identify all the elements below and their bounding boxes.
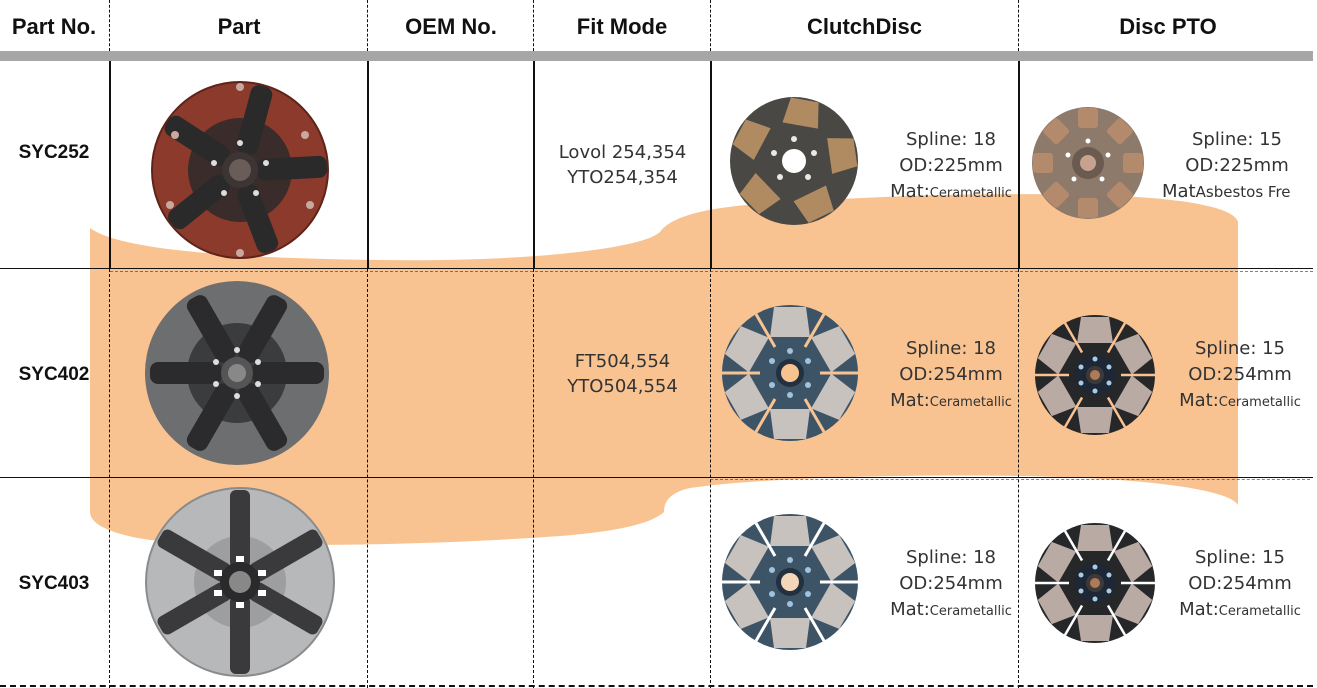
header-fit-mode: Fit Mode [576,14,668,39]
material-spec: MatAsbestos Fre [1162,181,1291,202]
part-no: SYC403 [18,573,90,594]
pto-disc-black-image [1035,315,1155,435]
col-divider [710,269,711,688]
od-spec: OD:254mm [1188,573,1292,594]
row-divider [0,268,1313,269]
spline-spec: Spline: 18 [905,338,997,359]
fit-mode-line: YTO254,354 [567,167,678,188]
col-divider [367,0,368,51]
spline-spec: Spline: 18 [905,129,997,150]
od-spec: OD:225mm [1185,155,1289,176]
disc-pto-spec: Spline: 15 OD:225mm MatAsbestos Fre [1162,127,1312,205]
spline-spec: Spline: 18 [905,547,997,568]
spline-spec: Spline: 15 [1194,338,1286,359]
col-divider [533,269,534,688]
fit-mode-line: FT504,554 [574,351,671,372]
material-spec: Mat:Cerametallic [890,599,1012,620]
disc-pto-spec: Spline: 15 OD:254mm Mat:Cerametallic [1175,336,1305,416]
fit-mode-line: Lovol 254,354 [558,142,687,163]
clutch-disc-brown-image [730,97,858,225]
material-spec: Mat:Cerametallic [890,390,1012,411]
header-part: Part [217,14,261,39]
header-divider-bar [0,51,1313,61]
od-spec: OD:225mm [899,155,1003,176]
material-spec: Mat:Cerametallic [1179,390,1301,411]
col-divider [710,61,712,269]
fit-mode: Lovol 254,354 YTO254,354 [535,140,710,190]
pto-disc-black-image [1035,523,1155,643]
header-part-no: Part No. [11,14,97,39]
spline-spec: Spline: 15 [1194,547,1286,568]
col-divider [109,269,110,688]
col-divider [109,0,110,51]
od-spec: OD:254mm [899,573,1003,594]
row-divider [0,477,1313,478]
row-divider-dashed [110,271,1313,272]
clutch-disc-blue-image [722,305,858,441]
col-divider [109,61,111,269]
clutch-assembly-red-image [151,81,329,259]
clutch-disc-spec: Spline: 18 OD:225mm Mat:Cerametallic [886,127,1016,207]
col-divider [367,61,369,269]
part-no: SYC402 [18,364,90,385]
col-divider [1018,61,1020,269]
header-disc-pto: Disc PTO [1119,14,1217,39]
part-no: SYC252 [18,142,90,163]
fit-mode: FT504,554 YTO504,554 [535,349,710,399]
header-clutch-disc: ClutchDisc [807,14,922,39]
header-oem-no: OEM No. [405,14,497,39]
table-bottom-border [0,685,1313,687]
od-spec: OD:254mm [899,364,1003,385]
disc-pto-spec: Spline: 15 OD:254mm Mat:Cerametallic [1175,545,1305,625]
clutch-disc-blue-image [722,514,858,650]
col-divider [1018,269,1019,688]
col-divider [710,0,711,51]
col-divider [367,269,368,688]
col-divider [1018,0,1019,51]
clutch-disc-spec: Spline: 18 OD:254mm Mat:Cerametallic [886,336,1016,416]
clutch-assembly-grey-image [145,281,329,465]
fit-mode-line: YTO504,554 [567,376,678,397]
col-divider [533,0,534,51]
material-spec: Mat:Cerametallic [1179,599,1301,620]
clutch-assembly-silver-image [145,487,335,677]
col-divider [533,61,535,269]
spline-spec: Spline: 15 [1191,129,1283,150]
od-spec: OD:254mm [1188,364,1292,385]
pto-disc-copper-image [1032,107,1144,219]
clutch-disc-spec: Spline: 18 OD:254mm Mat:Cerametallic [886,545,1016,625]
material-spec: Mat:Cerametallic [890,181,1012,202]
row-divider-dashed [710,479,1310,480]
